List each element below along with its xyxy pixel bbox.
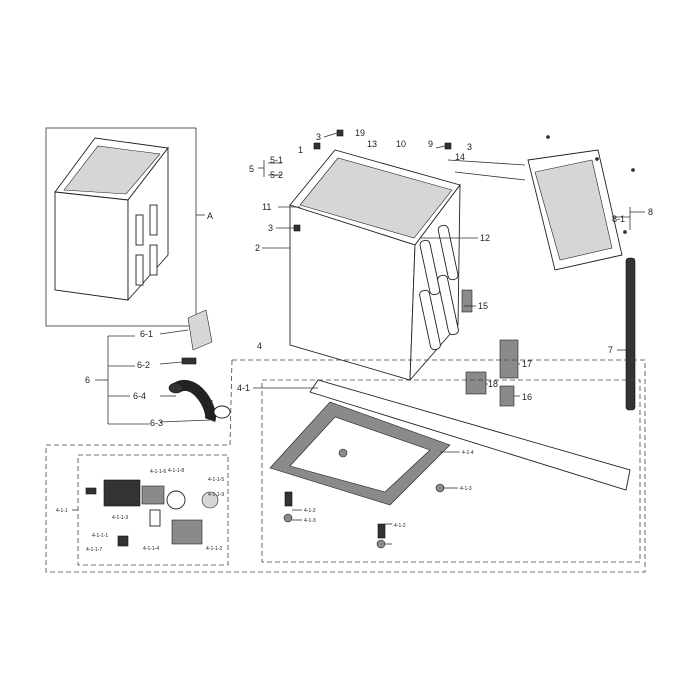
base-frame-part [269,379,631,506]
label-4-1-1-1: 4-1-1-1 [92,533,108,539]
label-19: 19 [355,128,365,138]
label-4-1-1: 4-1-1 [56,508,68,514]
base-assembly-outline [45,359,646,573]
leader-lines [72,132,645,545]
label-5-1: 5-1 [270,155,283,165]
label-1: 1 [298,145,303,155]
label-5-2: 5-2 [270,170,283,180]
label-6-4: 6-4 [133,391,146,401]
label-4: 4 [257,341,262,351]
label-3-right: 3 [467,142,472,152]
label-18: 18 [488,379,498,389]
label-5: 5 [249,164,254,174]
fasteners [283,129,452,549]
label-13: 13 [367,139,377,149]
detail-a-view [45,127,205,327]
label-12: 12 [480,233,490,243]
label-6-2: 6-2 [137,360,150,370]
label-6-3: 6-3 [150,418,163,428]
pump-parts [85,479,219,547]
label-4-1-2-b: 4-1-2 [394,523,406,529]
label-4-1-1-6: 4-1-1-6 [150,469,166,475]
filter-17 [499,339,519,379]
label-4-1-1-4: 4-1-1-4 [143,546,159,552]
hose-part [625,257,636,411]
label-17: 17 [522,359,532,369]
label-a: A [207,211,213,221]
label-4-1: 4-1 [237,383,250,393]
label-4-1-4: 4-1-4 [462,450,474,456]
label-3-left: 3 [268,223,273,233]
drain-hose-assembly [168,309,231,423]
base-frame-outline [261,379,641,563]
label-4-1-1-8: 4-1-1-8 [168,468,184,474]
cabinet-part [289,149,473,382]
label-11: 11 [262,202,271,212]
label-4-1-3-a: 4-1-3 [304,518,316,524]
label-3-top: 3 [316,132,321,142]
back-panel-part [527,135,635,271]
label-8-1: 8-1 [612,214,625,224]
label-14: 14 [455,152,465,162]
label-4-1-1-7: 4-1-1-7 [86,547,102,553]
label-4-1-1-3: 4-1-1-3 [112,515,128,521]
label-6: 6 [85,375,90,385]
label-10: 10 [396,139,406,149]
filter-16 [499,385,515,407]
label-8: 8 [648,207,653,217]
label-16: 16 [522,392,532,402]
label-4-1-1-9: 4-1-1-9 [208,492,224,498]
label-4-1-1-5: 4-1-1-5 [208,477,224,483]
label-7: 7 [608,345,613,355]
label-15: 15 [478,301,488,311]
label-6-1: 6-1 [140,329,153,339]
filter-18 [465,371,487,395]
label-4-1-1-2: 4-1-1-2 [206,546,222,552]
label-2: 2 [255,243,260,253]
label-4-1-2-a: 4-1-2 [304,508,316,514]
label-4-1-3-b: 4-1-3 [460,486,472,492]
label-9: 9 [428,139,433,149]
